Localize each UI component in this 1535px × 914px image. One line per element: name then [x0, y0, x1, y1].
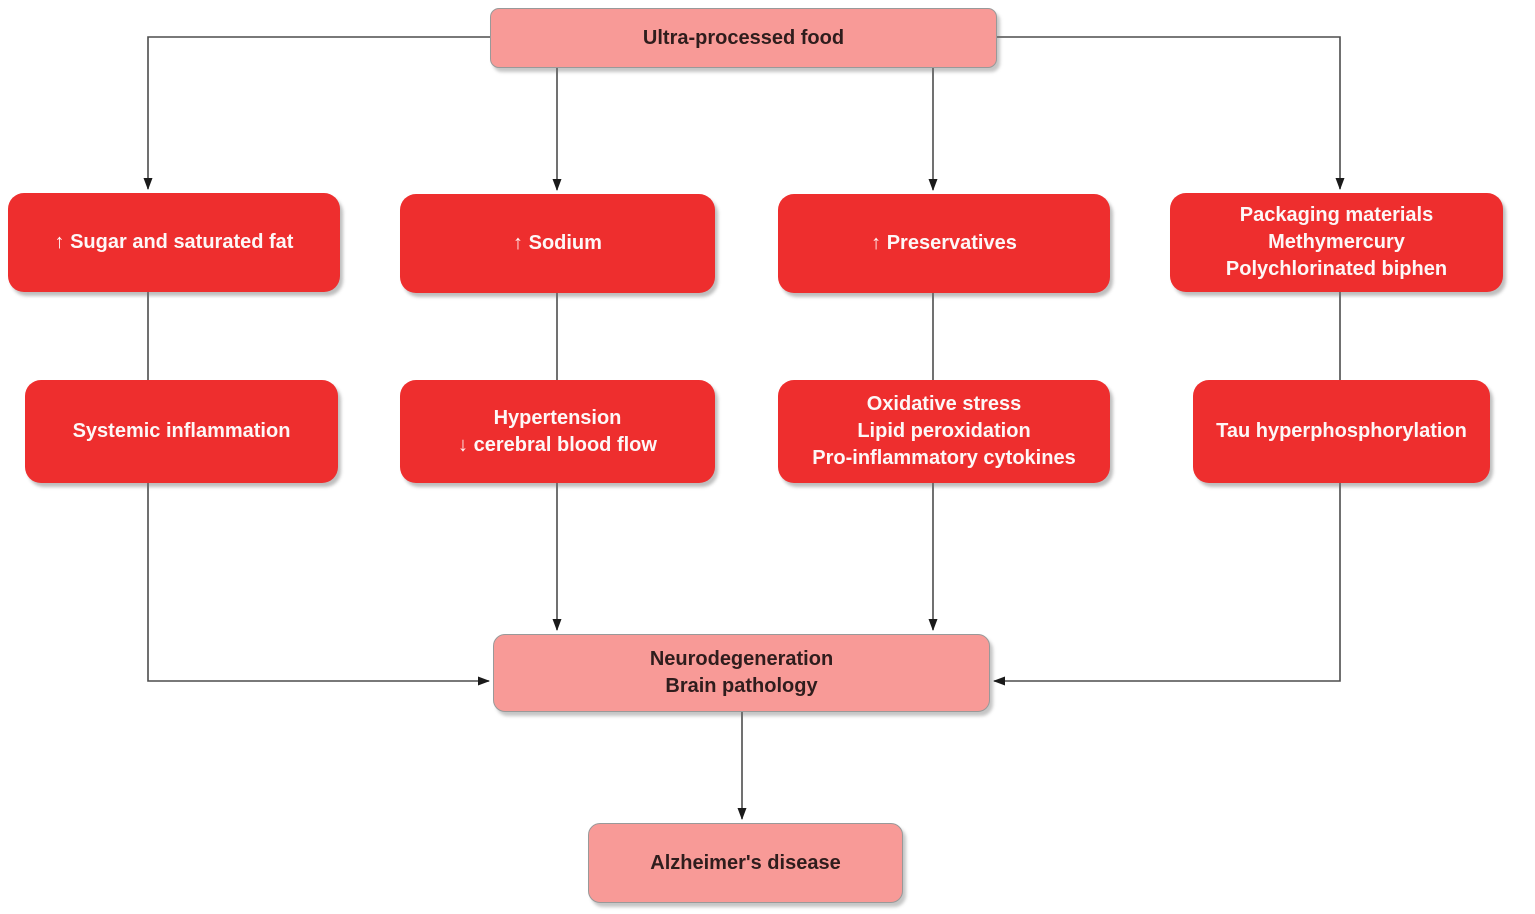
- node-label: ↑ Preservatives: [871, 232, 1017, 254]
- node-label-line: Brain pathology: [665, 675, 818, 697]
- node-label: ↑ Sugar and saturated fat: [54, 231, 294, 253]
- node-label: Tau hyperphosphorylation: [1216, 420, 1467, 442]
- node-label: ↑ Sodium: [513, 232, 602, 254]
- node-sodium: ↑ Sodium: [400, 194, 715, 293]
- node-hypertension: Hypertension ↓ cerebral blood flow: [400, 380, 715, 483]
- node-label-line: Oxidative stress: [866, 393, 1022, 415]
- node-label: Ultra-processed food: [642, 26, 845, 49]
- node-label-line: Methymercury: [1268, 231, 1405, 253]
- node-ultra-processed-food: Ultra-processed food: [490, 8, 997, 68]
- arrow-ultra-to-sugar: [143, 36, 490, 190]
- node-label: Alzheimer's disease: [650, 851, 841, 874]
- node-label-line: Lipid peroxidation: [857, 420, 1031, 442]
- node-label-line: Hypertension: [493, 406, 622, 429]
- node-label-line: Neurodegeneration: [649, 648, 834, 670]
- arrow-tau-to-neuro: [993, 483, 1341, 686]
- node-preservatives: ↑ Preservatives: [778, 194, 1110, 293]
- arrow-ultra-to-packaging: [997, 36, 1345, 190]
- node-packaging-materials: Packaging materials Methymercury Polychl…: [1170, 193, 1503, 292]
- node-alzheimers-disease: Alzheimer's disease: [588, 823, 903, 903]
- node-label-line: Polychlorinated biphen: [1225, 258, 1448, 280]
- arrow-inflammation-to-neuro: [147, 483, 490, 686]
- node-label-line: ↓ cerebral blood flow: [458, 433, 657, 456]
- node-label-line: Packaging materials: [1239, 204, 1434, 226]
- node-sugar-saturated-fat: ↑ Sugar and saturated fat: [8, 193, 340, 292]
- node-oxidative-stress: Oxidative stress Lipid peroxidation Pro-…: [778, 380, 1110, 483]
- node-tau-hyperphosphorylation: Tau hyperphosphorylation: [1193, 380, 1490, 483]
- node-systemic-inflammation: Systemic inflammation: [25, 380, 338, 483]
- node-label-line: Pro-inflammatory cytokines: [812, 447, 1076, 469]
- node-label: Systemic inflammation: [72, 420, 291, 442]
- node-neurodegeneration: Neurodegeneration Brain pathology: [493, 634, 990, 712]
